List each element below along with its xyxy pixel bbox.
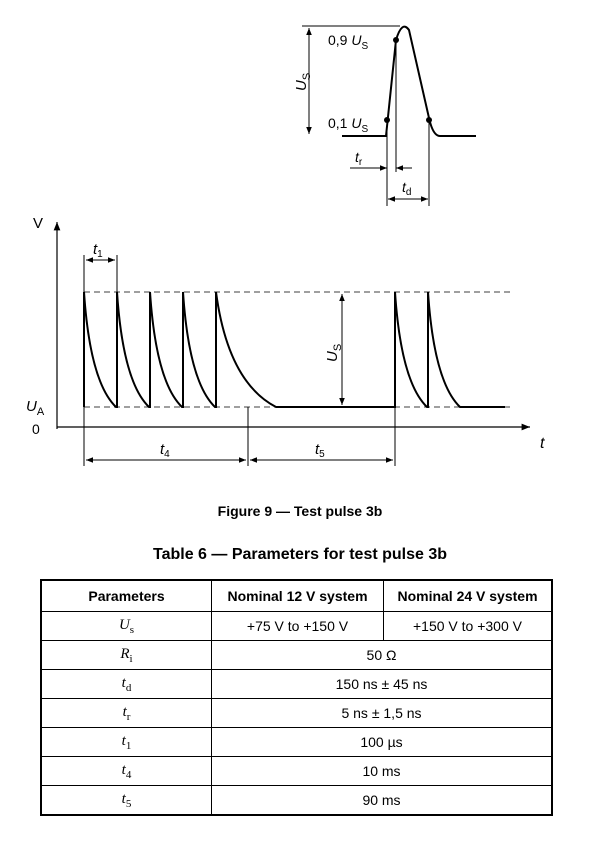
param-symbol: t4 [40, 756, 212, 786]
param-value: 150 ns ± 45 ns [211, 669, 553, 699]
header-parameters: Parameters [40, 579, 212, 612]
table-row: Us +75 V to +150 V +150 V to +300 V [40, 611, 553, 641]
table-row: t1 100 µs [40, 727, 553, 757]
us-train-label: US [324, 344, 344, 362]
t5-label: t5 [315, 441, 325, 460]
table-header-row: Parameters Nominal 12 V system Nominal 2… [40, 579, 553, 612]
figure-9: US 0,9 US 0,1 US tr td V t 0 UA [26, 25, 545, 466]
param-symbol: Ri [40, 640, 212, 670]
axis-v-label: V [33, 215, 43, 232]
param-symbol: t5 [40, 785, 212, 816]
label-90pct: 0,9 US [328, 32, 368, 52]
param-symbol: td [40, 669, 212, 699]
value-12v: +75 V to +150 V [211, 611, 384, 641]
tr-label: tr [355, 149, 363, 168]
param-value: 5 ns ± 1,5 ns [211, 698, 553, 728]
param-symbol: t1 [40, 727, 212, 757]
pulse-detail: US 0,9 US 0,1 US tr td [293, 25, 476, 206]
param-value: 10 ms [211, 756, 553, 786]
zero-label: 0 [32, 421, 40, 437]
pulse-train: V t 0 UA US t1 t4 t5 [26, 215, 545, 466]
figure-caption: Figure 9 — Test pulse 3b [217, 503, 383, 519]
table-row: t5 90 ms [40, 785, 553, 816]
table-title: Table 6 — Parameters for test pulse 3b [152, 546, 448, 563]
td-label: td [402, 179, 411, 198]
pulse-train-waveform [83, 291, 505, 408]
pulse-waveform [342, 25, 476, 137]
value-24v: +150 V to +300 V [383, 611, 553, 641]
param-symbol: Us [40, 611, 212, 641]
header-12v: Nominal 12 V system [211, 579, 384, 612]
table-row: td 150 ns ± 45 ns [40, 669, 553, 699]
param-value: 100 µs [211, 727, 553, 757]
param-value: 50 Ω [211, 640, 553, 670]
table-row: tr 5 ns ± 1,5 ns [40, 698, 553, 728]
param-value: 90 ms [211, 785, 553, 816]
label-10pct: 0,1 US [328, 115, 368, 135]
header-24v: Nominal 24 V system [383, 579, 553, 612]
t4-label: t4 [160, 441, 170, 460]
param-symbol: tr [40, 698, 212, 728]
axis-t-label: t [540, 435, 545, 452]
table-row: t4 10 ms [40, 756, 553, 786]
parameters-table: Parameters Nominal 12 V system Nominal 2… [40, 579, 553, 816]
t1-label: t1 [93, 241, 103, 260]
table-row: Ri 50 Ω [40, 640, 553, 670]
us-label: US [293, 73, 313, 91]
ua-label: UA [26, 398, 45, 418]
